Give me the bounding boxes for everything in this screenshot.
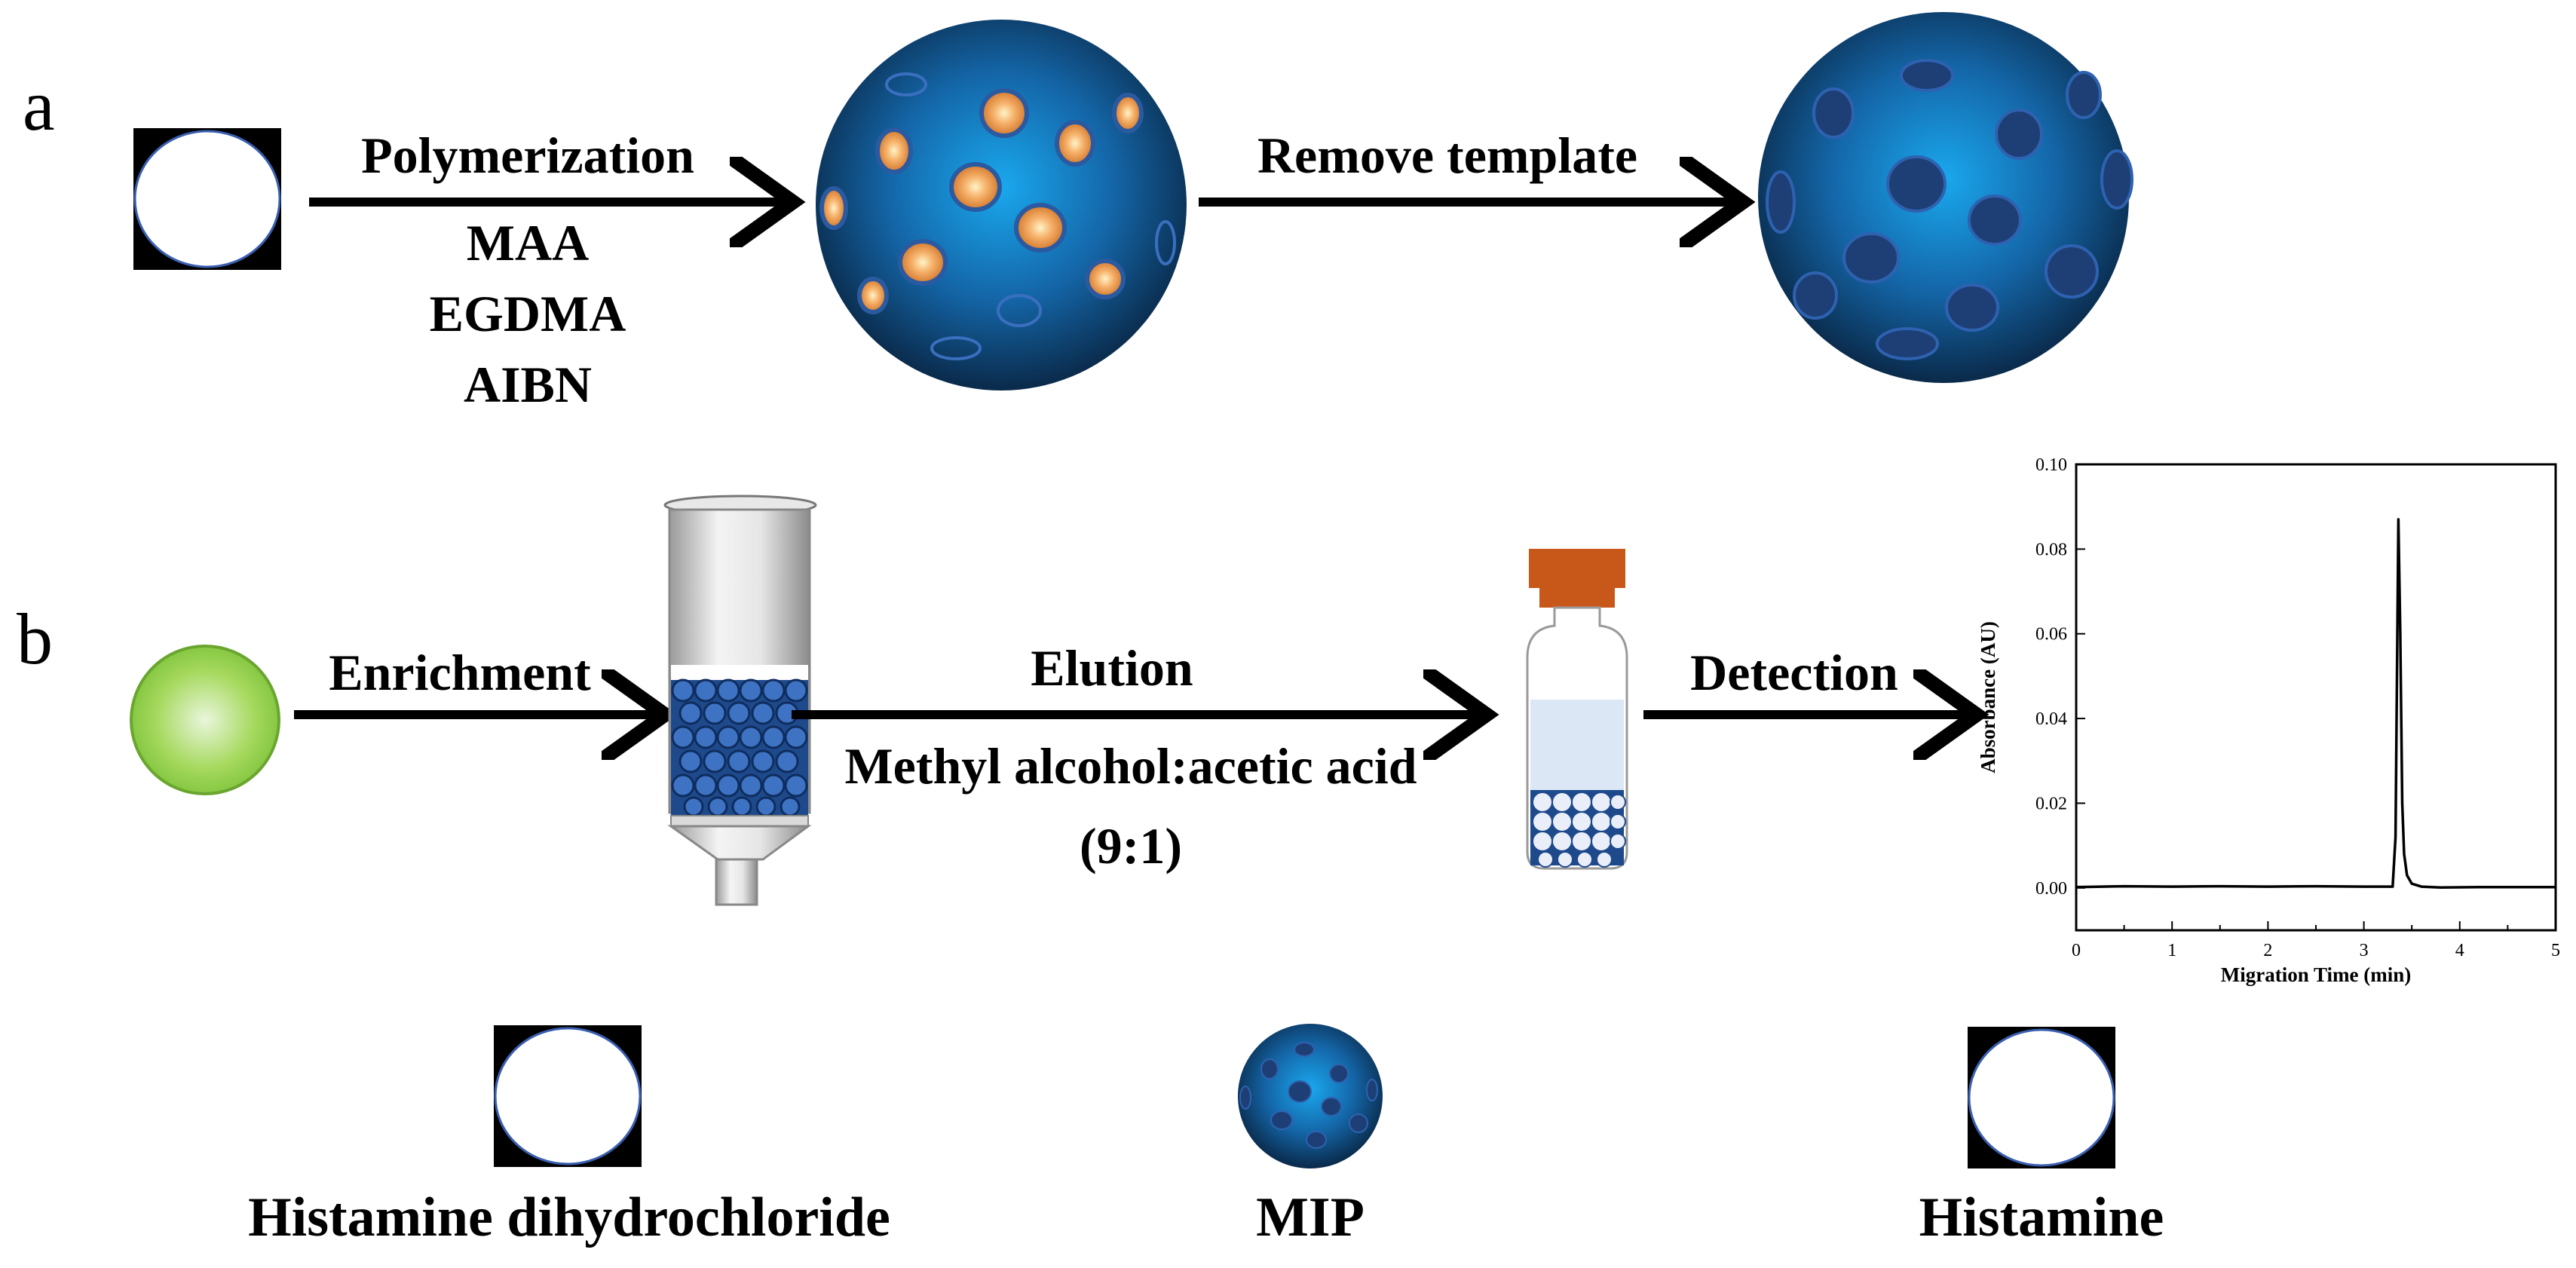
y-tick-label: 0.04 [2035, 709, 2067, 729]
x-tick-label: 3 [2360, 941, 2369, 960]
step-label-elution: Elution [1031, 639, 1193, 697]
x-tick-label: 5 [2551, 941, 2560, 960]
step-label-detection: Detection [1690, 644, 1898, 701]
x-tick-label: 4 [2455, 941, 2464, 960]
analyte-sample-icon [130, 645, 280, 795]
step-label-polymerization: Polymerization [361, 127, 694, 184]
x-tick-label: 0 [2072, 941, 2081, 960]
y-tick-label: 0.06 [2035, 625, 2067, 645]
template-molecule-icon [133, 128, 281, 270]
eluent-ratio-label: (9:1) [1080, 817, 1182, 874]
reagent-label-egdma: EGDMA [429, 285, 626, 342]
x-axis-title: Migration Time (min) [2221, 963, 2411, 986]
x-tick-label: 2 [2263, 941, 2272, 960]
vial-icon [1526, 549, 1628, 870]
reagent-label-aibn: AIBN [463, 356, 593, 413]
legend-analyte-icon [1968, 1027, 2115, 1168]
legend-label-analyte: Histamine [1919, 1187, 2164, 1248]
reagent-label-maa: MAA [466, 214, 590, 271]
mip-cavities-icon [1758, 12, 2133, 383]
legend-label-mip: MIP [1256, 1187, 1365, 1248]
eluent-label: Methyl alcohol:acetic acid [844, 737, 1417, 795]
step-label-remove-template: Remove template [1257, 127, 1638, 184]
mip-with-template-icon [816, 20, 1187, 391]
y-tick-label: 0.02 [2035, 794, 2067, 813]
y-axis-title: Absorbance (AU) [1977, 621, 1999, 773]
electropherogram-chart: 0 1 2 3 4 5 0.00 0.02 0.04 0.06 0.08 0.10Migration … [1977, 455, 2560, 986]
legend-template-icon [494, 1025, 642, 1167]
legend-mip-icon [1238, 1024, 1383, 1168]
chart-frame [2075, 463, 2557, 932]
panel-label-b: b [17, 599, 53, 679]
series-line [2075, 518, 2556, 890]
y-tick-label: 0.08 [2035, 540, 2067, 559]
panel-label-a: a [23, 65, 55, 145]
y-tick-label: 0.00 [2035, 879, 2067, 899]
x-tick-label: 1 [2167, 941, 2176, 960]
y-tick-label: 0.10 [2035, 455, 2067, 475]
step-label-enrichment: Enrichment [329, 644, 591, 701]
spe-cartridge-icon [663, 495, 817, 906]
legend-label-template: Histamine dihydrochloride [248, 1187, 890, 1248]
